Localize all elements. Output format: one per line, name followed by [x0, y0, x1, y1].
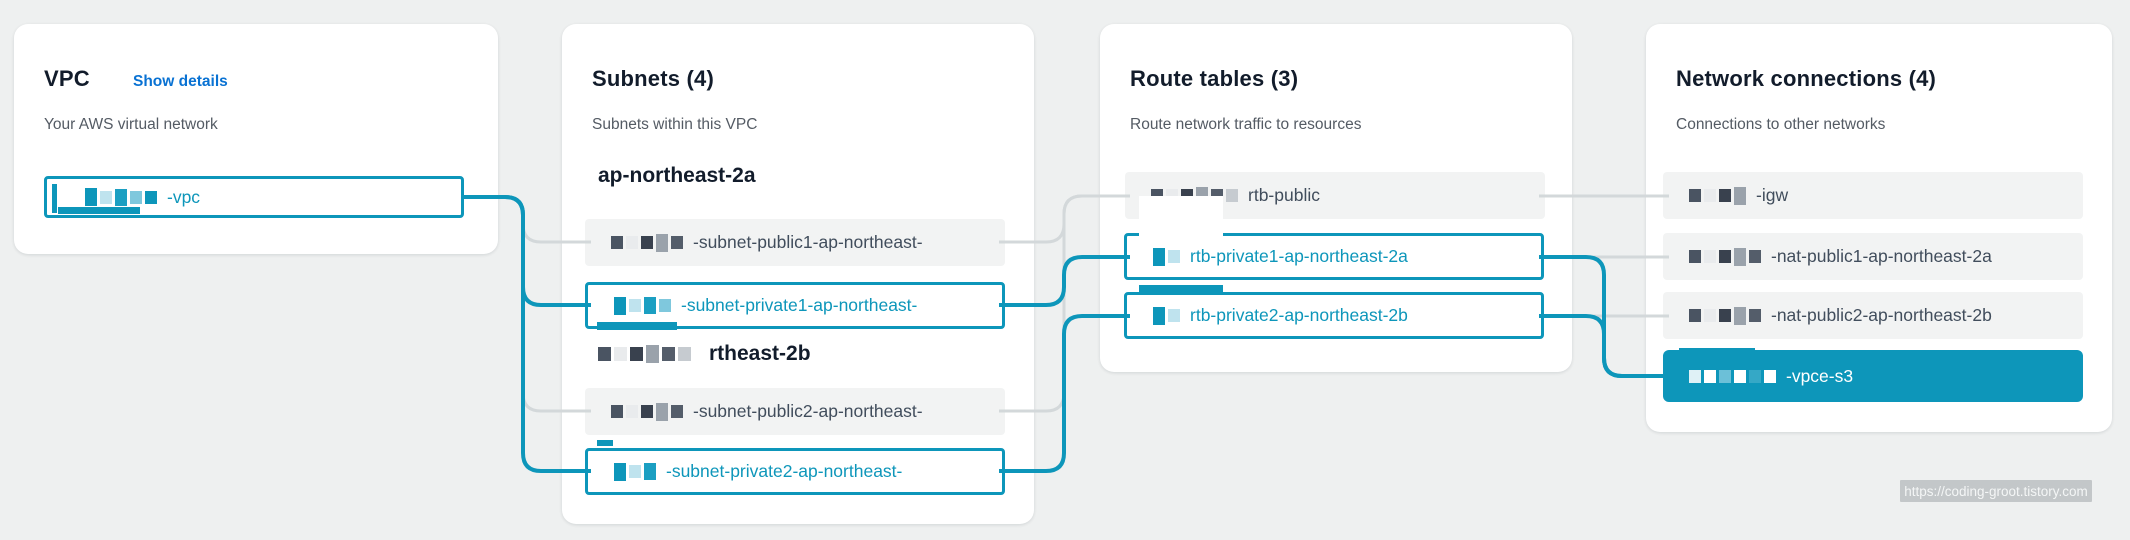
censor-artifact — [597, 322, 677, 330]
censored-blocks — [1689, 247, 1761, 266]
censored-blocks — [1153, 247, 1180, 266]
vpc-card-description: Your AWS virtual network — [44, 116, 218, 133]
az-heading-2b: rtheast-2b — [598, 342, 811, 366]
vpc-item-label: -vpc — [167, 186, 201, 207]
rtb-private1-item[interactable]: rtb-private1-ap-northeast-2a — [1124, 233, 1544, 280]
censored-blocks — [1689, 369, 1776, 383]
network-item-label: -vpce-s3 — [1786, 365, 1854, 386]
censored-blocks — [611, 402, 683, 421]
censored-blocks — [598, 345, 691, 363]
network-item-label: -nat-public1-ap-northeast-2a — [1771, 246, 1992, 266]
subnet-item-label: -subnet-public1-ap-northeast- — [693, 232, 923, 252]
vpce-s3-item[interactable]: -vpce-s3 — [1663, 350, 2083, 402]
network-item-label: -igw — [1756, 185, 1789, 205]
nat-public1-item[interactable]: -nat-public1-ap-northeast-2a — [1663, 233, 2083, 280]
watermark: https://coding-groot.tistory.com — [1900, 480, 2092, 502]
route-table-item-label: rtb-private2-ap-northeast-2b — [1190, 305, 1408, 325]
censored-blocks — [1689, 306, 1761, 325]
censored-blocks — [1153, 306, 1180, 325]
censored-blocks — [611, 233, 683, 252]
network-connections-card-title: Network connections (4) — [1676, 66, 1937, 91]
az-heading-2a: ap-northeast-2a — [598, 164, 756, 187]
network-connections-card-description: Connections to other networks — [1676, 116, 1886, 133]
censor-artifact — [58, 207, 140, 214]
censor-patch — [1139, 196, 1223, 236]
subnet-item-label: -subnet-private1-ap-northeast- — [681, 295, 918, 315]
subnet-item-label: -subnet-public2-ap-northeast- — [693, 401, 923, 421]
vpc-card-title: VPC — [44, 66, 90, 91]
route-tables-card-title: Route tables (3) — [1130, 66, 1299, 91]
subnet-public1-item[interactable]: -subnet-public1-ap-northeast- — [585, 219, 1005, 266]
censor-artifact — [597, 440, 613, 446]
igw-item[interactable]: -igw — [1663, 172, 2083, 219]
subnets-card-description: Subnets within this VPC — [592, 116, 758, 133]
subnets-card: Subnets (4) Subnets within this VPC ap-n… — [562, 24, 1034, 524]
network-item-label: -nat-public2-ap-northeast-2b — [1771, 305, 1992, 325]
subnet-public2-item[interactable]: -subnet-public2-ap-northeast- — [585, 388, 1005, 435]
route-table-item-label: rtb-public — [1248, 185, 1320, 205]
censored-blocks — [614, 462, 656, 481]
subnet-private2-item[interactable]: -subnet-private2-ap-northeast- — [585, 448, 1005, 495]
network-connections-card: Network connections (4) Connections to o… — [1646, 24, 2112, 432]
rtb-private2-item[interactable]: rtb-private2-ap-northeast-2b — [1124, 292, 1544, 339]
censored-blocks — [85, 188, 157, 206]
subnets-card-title: Subnets (4) — [592, 66, 714, 91]
censor-artifact — [1679, 348, 1755, 355]
censored-blocks — [614, 296, 671, 315]
selection-caret — [52, 184, 57, 213]
route-tables-card-description: Route network traffic to resources — [1130, 116, 1362, 133]
nat-public2-item[interactable]: -nat-public2-ap-northeast-2b — [1663, 292, 2083, 339]
show-details-link[interactable]: Show details — [133, 73, 228, 90]
subnet-item-label: -subnet-private2-ap-northeast- — [666, 461, 903, 481]
censor-artifact — [1139, 285, 1223, 293]
censored-blocks — [1689, 186, 1746, 205]
route-table-item-label: rtb-private1-ap-northeast-2a — [1190, 246, 1408, 266]
